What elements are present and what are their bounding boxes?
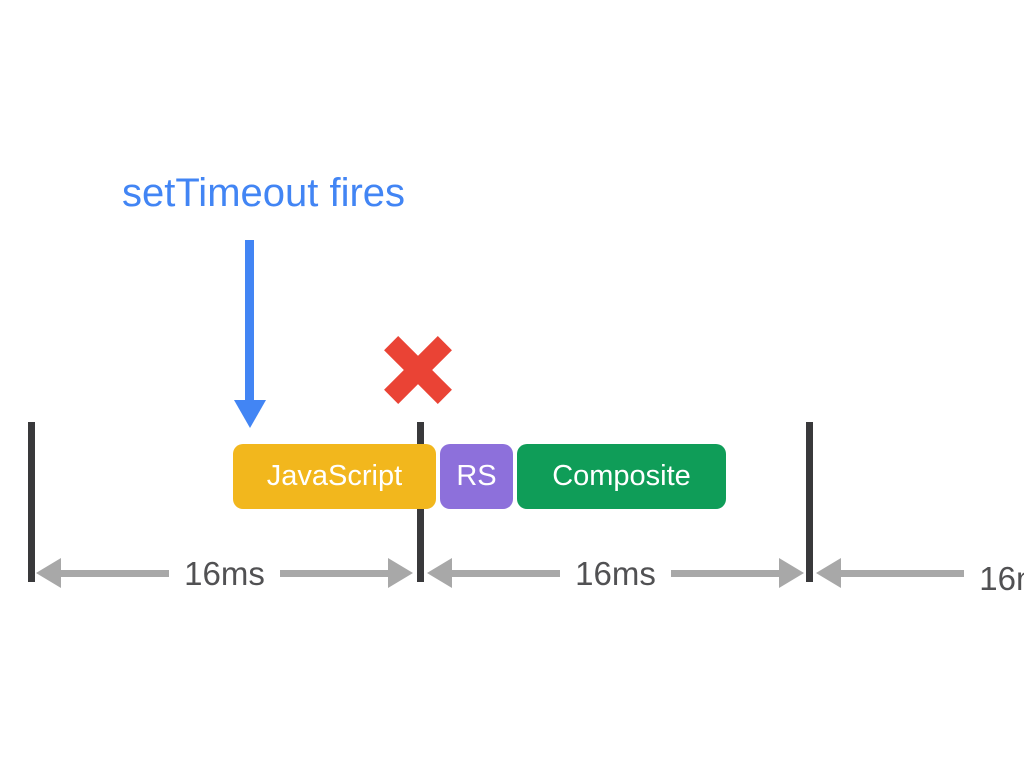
- interval-arrow-frame1: 16ms: [36, 554, 414, 592]
- down-arrow-head: [234, 400, 266, 428]
- interval-label: 16ms: [575, 554, 656, 592]
- settimeout-fires-label: setTimeout fires: [122, 171, 406, 215]
- frame-boundary-tick-right: [806, 422, 813, 582]
- task-block-label: JavaScript: [266, 460, 403, 492]
- task-block-javascript: JavaScript: [233, 444, 436, 509]
- interval-label: 16ms: [979, 559, 1024, 597]
- frame-boundary-tick-left: [28, 422, 35, 582]
- interval-arrow-frame2: 16ms: [427, 554, 805, 592]
- arrowhead-left-icon: [36, 558, 61, 588]
- arrowhead-left-icon: [427, 558, 452, 588]
- task-block-label: Composite: [552, 460, 691, 492]
- task-block-rs: RS: [440, 444, 513, 509]
- task-block-composite: Composite: [517, 444, 726, 509]
- down-arrow-stem: [245, 240, 254, 402]
- interval-label: 16ms: [184, 554, 265, 592]
- arrowhead-right-icon: [779, 558, 805, 588]
- missed-frame-cross-icon: [380, 332, 456, 408]
- task-block-label: RS: [456, 460, 497, 492]
- arrowhead-left-icon: [816, 558, 841, 588]
- interval-arrow-frame3: 16ms: [816, 558, 1024, 595]
- arrowhead-right-icon: [388, 558, 414, 588]
